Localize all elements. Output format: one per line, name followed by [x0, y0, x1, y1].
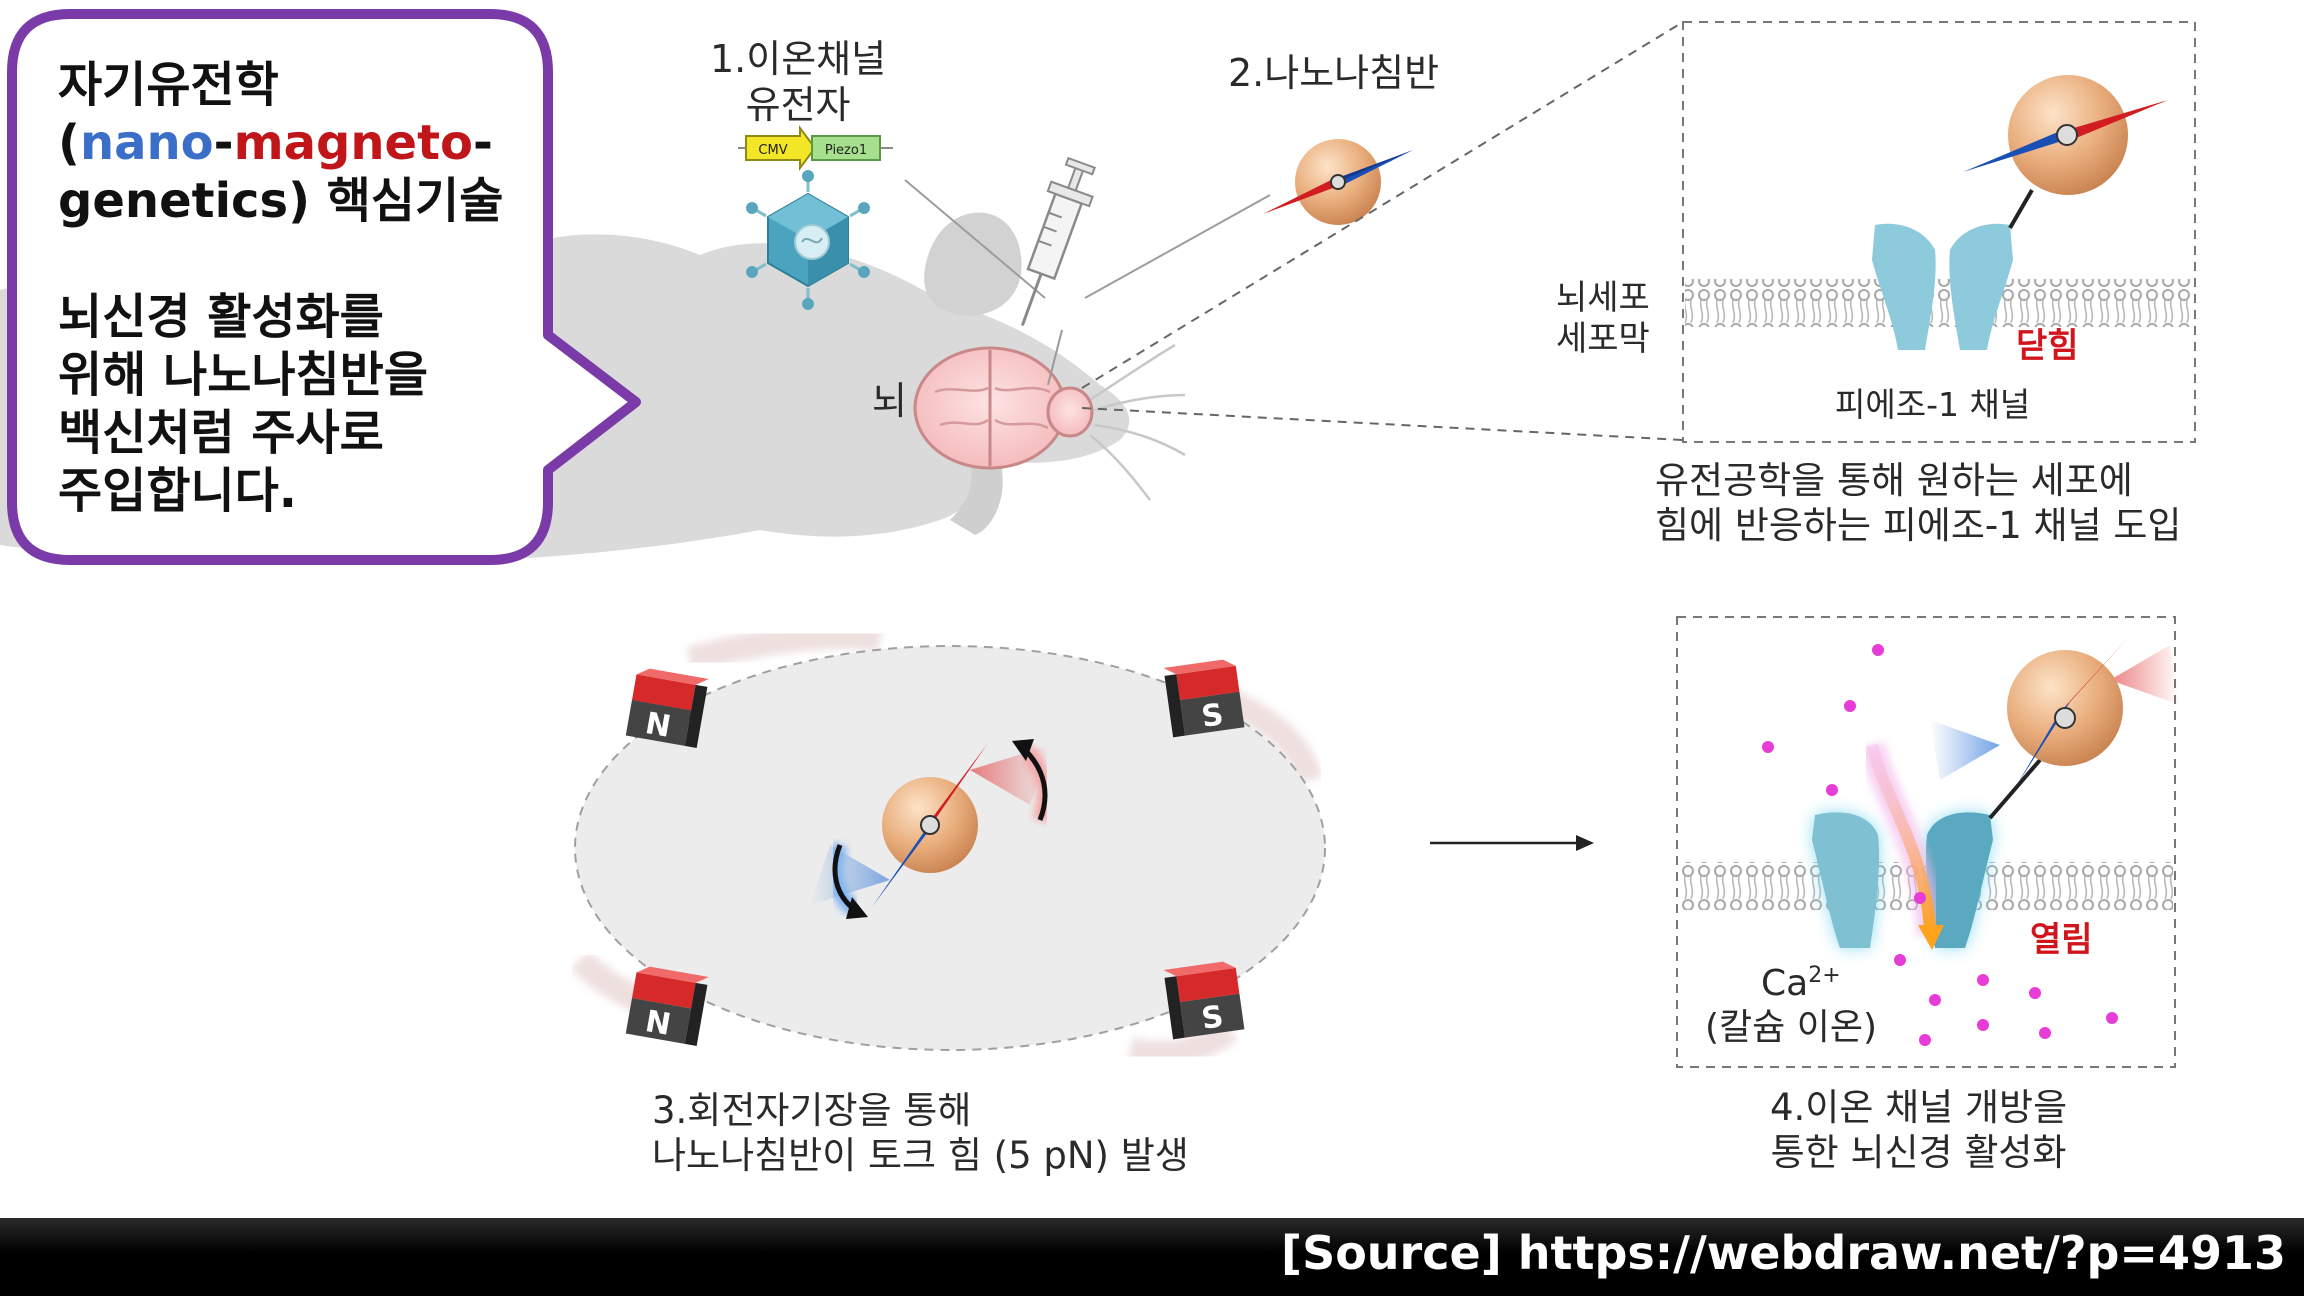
nano-compass-icon — [1263, 139, 1413, 225]
open-channel-panel — [1676, 616, 2180, 1068]
rotating-field-diagram: N S N S — [570, 623, 1326, 1067]
callout-desc-4: 주입합니다. — [58, 463, 298, 519]
top-right-caption: 유전공학을 통해 원하는 세포에 힘에 반응하는 피에조-1 채널 도입 — [1655, 459, 2182, 548]
source-link[interactable]: [Source] https://webdraw.net/?p=4913 — [1281, 1226, 2286, 1280]
callout-genetics: genetics) 핵심기술 — [58, 173, 504, 229]
magnet-s-bottom: S — [1163, 961, 1245, 1040]
open-label: 열림 — [2030, 920, 2093, 960]
svg-text:S: S — [1199, 999, 1225, 1037]
callout-desc-2: 위해 나노나침반을 — [58, 347, 428, 403]
calcium-ion-dots — [1762, 644, 2118, 1046]
footer-bar: [Source] https://webdraw.net/?p=4913 — [0, 1218, 2304, 1296]
svg-text:N: N — [643, 706, 674, 745]
closed-label: 닫힘 — [2016, 326, 2079, 366]
callout-desc-1: 뇌신경 활성화를 — [58, 289, 384, 345]
piezo-channel-label: 피에조-1 채널 — [1835, 385, 2031, 424]
step4-caption: 4.이온 채널 개방을 통한 뇌신경 활성화 — [1770, 1086, 2068, 1175]
zoom-lines — [1081, 21, 1684, 441]
magnet-s-top: S — [1163, 659, 1245, 738]
callout-title: 자기유전학 — [58, 57, 279, 113]
process-arrow-icon — [1430, 835, 1594, 851]
closed-channel-panel — [1682, 21, 2196, 443]
virus-icon — [746, 170, 870, 310]
callout-desc-3: 백신처럼 주사로 — [58, 405, 384, 461]
magneto-word: magneto — [233, 115, 473, 171]
nano-word: nano — [79, 115, 214, 171]
calcium-label: Ca2+ (칼슘 이온) — [1705, 963, 1878, 1048]
svg-text:S: S — [1199, 697, 1225, 735]
callout-subtitle: (nano-magneto- — [58, 115, 493, 171]
brain-label: 뇌 — [872, 379, 907, 423]
membrane-label: 뇌세포 세포막 — [1556, 278, 1650, 360]
step2-label: 2.나노나침반 — [1228, 51, 1440, 95]
syringe-icon — [1020, 156, 1096, 326]
step3-caption: 3.회전자기장을 통해 나노나침반이 토크 힘 (5 pN) 발생 — [652, 1089, 1189, 1178]
magnet-n-top: N — [625, 668, 709, 748]
callout-text: 자기유전학 (nano-magneto- genetics) 핵심기술 뇌신경 … — [58, 56, 503, 520]
callout-bubble — [7, 9, 641, 565]
svg-text:N: N — [643, 1004, 674, 1043]
gene-piezo-label: Piezo1 — [825, 143, 867, 158]
magnet-n-bottom: N — [625, 966, 709, 1046]
rotating-compass-icon — [810, 739, 1053, 919]
brain-illustration — [913, 346, 1094, 470]
step1-label: 1.이온채널 유전자 — [710, 37, 887, 128]
gene-cmv-label: CMV — [758, 143, 787, 158]
gene-construct: CMV Piezo1 — [738, 125, 893, 171]
